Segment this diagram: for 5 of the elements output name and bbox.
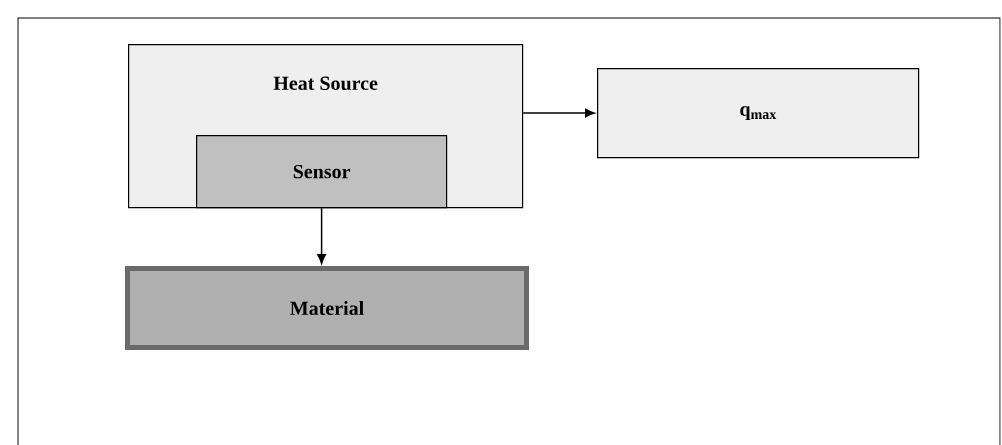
arrow — [317, 207, 326, 264]
output-box: q$_{max}$ — [597, 68, 920, 159]
arrow — [522, 108, 595, 118]
material-box: Material — [125, 266, 529, 350]
inner-box: Sensor — [196, 135, 448, 209]
